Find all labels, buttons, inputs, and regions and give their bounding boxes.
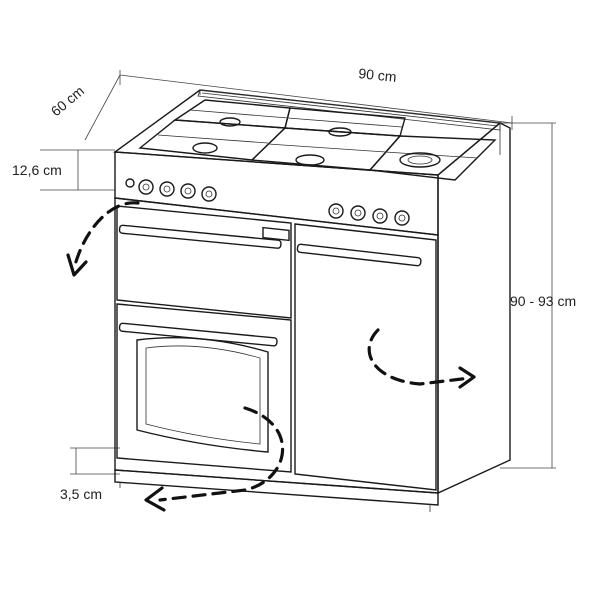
depth-label: 60 cm	[48, 83, 87, 120]
control-knob	[394, 210, 410, 226]
arrowhead-icon	[144, 486, 166, 512]
right-oven-door-handle	[296, 243, 422, 267]
oven-window	[136, 337, 269, 453]
hob-height-label: 12,6 cm	[12, 162, 62, 178]
grill-door-opening-arrow	[73, 201, 140, 267]
pan-supports	[138, 99, 497, 181]
timer-display	[262, 226, 290, 242]
width-label: 90 cm	[358, 65, 398, 85]
burner-icon	[295, 154, 325, 166]
grate-mid-back	[284, 107, 406, 137]
side-panel	[437, 122, 511, 495]
dimension-lines	[40, 70, 556, 475]
hob-top	[113, 89, 502, 176]
control-knob	[328, 203, 344, 219]
left-oven-door-opening-arrow	[158, 406, 285, 502]
burner-icon	[328, 127, 352, 137]
door-opening-arrows	[66, 201, 476, 512]
width-dimension-line	[119, 74, 513, 124]
wok-burner-icon	[399, 152, 441, 168]
left-knobs	[125, 178, 217, 202]
plinth	[114, 469, 439, 506]
total-height-label: 90 - 93 cm	[510, 293, 576, 309]
burner-icon	[219, 117, 241, 127]
plinth-height-label: 3,5 cm	[60, 486, 102, 502]
grate-wok	[368, 135, 497, 181]
ignition-button	[125, 178, 135, 188]
cooker	[113, 89, 511, 512]
burners	[192, 117, 441, 168]
control-knob	[201, 186, 217, 202]
right-oven-door	[294, 223, 437, 491]
arrowhead-icon	[458, 366, 476, 389]
control-knob	[159, 181, 175, 197]
grill-door-handle	[118, 224, 282, 249]
arrowhead-icon	[66, 253, 88, 277]
right-door-opening-arrow	[367, 328, 472, 386]
control-knob	[350, 205, 366, 221]
control-knob	[138, 179, 154, 195]
grill-door	[116, 205, 292, 319]
left-oven-door	[116, 303, 292, 473]
burner-icon	[192, 142, 218, 154]
hob-backstrip	[197, 89, 501, 131]
depth-dimension-line	[84, 74, 121, 141]
control-panel	[114, 151, 439, 236]
control-knob	[372, 208, 388, 224]
control-knob	[180, 183, 196, 199]
right-knobs	[328, 203, 410, 226]
left-oven-door-handle	[118, 322, 278, 347]
